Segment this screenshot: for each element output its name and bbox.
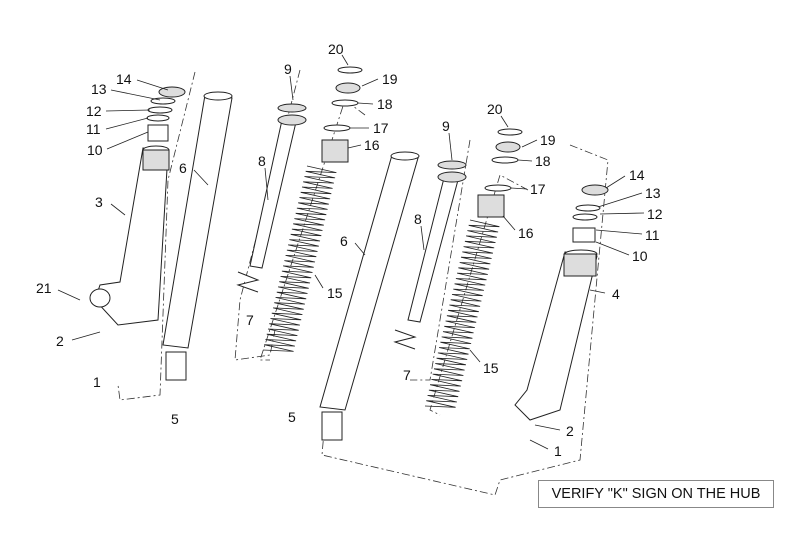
callout-15b: 15	[483, 360, 499, 376]
left-damper-rod	[236, 103, 307, 293]
callout-16: 16	[364, 137, 380, 153]
callout-20: 20	[328, 41, 344, 57]
callout-19: 19	[382, 71, 398, 87]
callout-11: 11	[86, 121, 101, 137]
callout-8: 8	[258, 153, 266, 169]
right-fork-slider	[514, 184, 609, 421]
callout-6: 6	[179, 160, 187, 176]
leader-lines	[57, 54, 645, 450]
callout-14b: 14	[629, 167, 645, 183]
callout-8b: 8	[414, 211, 422, 227]
callout-19b: 19	[540, 132, 556, 148]
left-fork-slider	[89, 145, 170, 326]
callout-2b: 2	[566, 423, 574, 439]
callout-21: 21	[36, 280, 52, 296]
callout-3: 3	[95, 194, 103, 210]
assembly-outline-right-inner	[410, 139, 471, 381]
callout-18b: 18	[535, 153, 551, 169]
callout-6b: 6	[340, 233, 348, 249]
callout-20b: 20	[487, 101, 503, 117]
callout-18: 18	[377, 96, 393, 112]
callout-12: 12	[86, 103, 102, 119]
callout-2: 2	[56, 333, 64, 349]
callout-13b: 13	[645, 185, 661, 201]
callout-13: 13	[91, 81, 107, 97]
callout-14: 14	[116, 71, 132, 87]
left-cap-parts	[321, 66, 363, 163]
callout-4: 4	[612, 286, 620, 302]
left-top-parts	[146, 86, 186, 142]
callout-9: 9	[284, 61, 292, 77]
callout-5: 5	[171, 411, 179, 427]
right-cap-parts	[477, 128, 523, 218]
callout-9b: 9	[442, 118, 450, 134]
callout-1b: 1	[554, 443, 562, 459]
assembly-outline-left-spring	[259, 99, 366, 361]
callout-17b: 17	[530, 181, 546, 197]
right-fork-tube	[319, 151, 420, 441]
right-damper-rod	[393, 160, 467, 350]
callout-10: 10	[87, 142, 103, 158]
left-spring	[262, 165, 337, 352]
callout-11b: 11	[645, 227, 660, 243]
callout-17: 17	[373, 120, 389, 136]
callout-1: 1	[93, 374, 101, 390]
callout-7b: 7	[403, 367, 411, 383]
callout-16b: 16	[518, 225, 534, 241]
verify-k-sign-note: VERIFY "K" SIGN ON THE HUB	[538, 480, 774, 508]
callout-15: 15	[327, 285, 343, 301]
assembly-outline-left	[117, 71, 196, 401]
callout-12b: 12	[647, 206, 663, 222]
right-spring	[424, 219, 500, 408]
callout-7: 7	[246, 312, 254, 328]
callout-10b: 10	[632, 248, 648, 264]
callout-labels: 14 13 12 11 10 3 21 2 1 6 5 9 8 7 20 19 …	[36, 41, 663, 459]
left-fork-tube	[162, 91, 233, 381]
callout-5b: 5	[288, 409, 296, 425]
